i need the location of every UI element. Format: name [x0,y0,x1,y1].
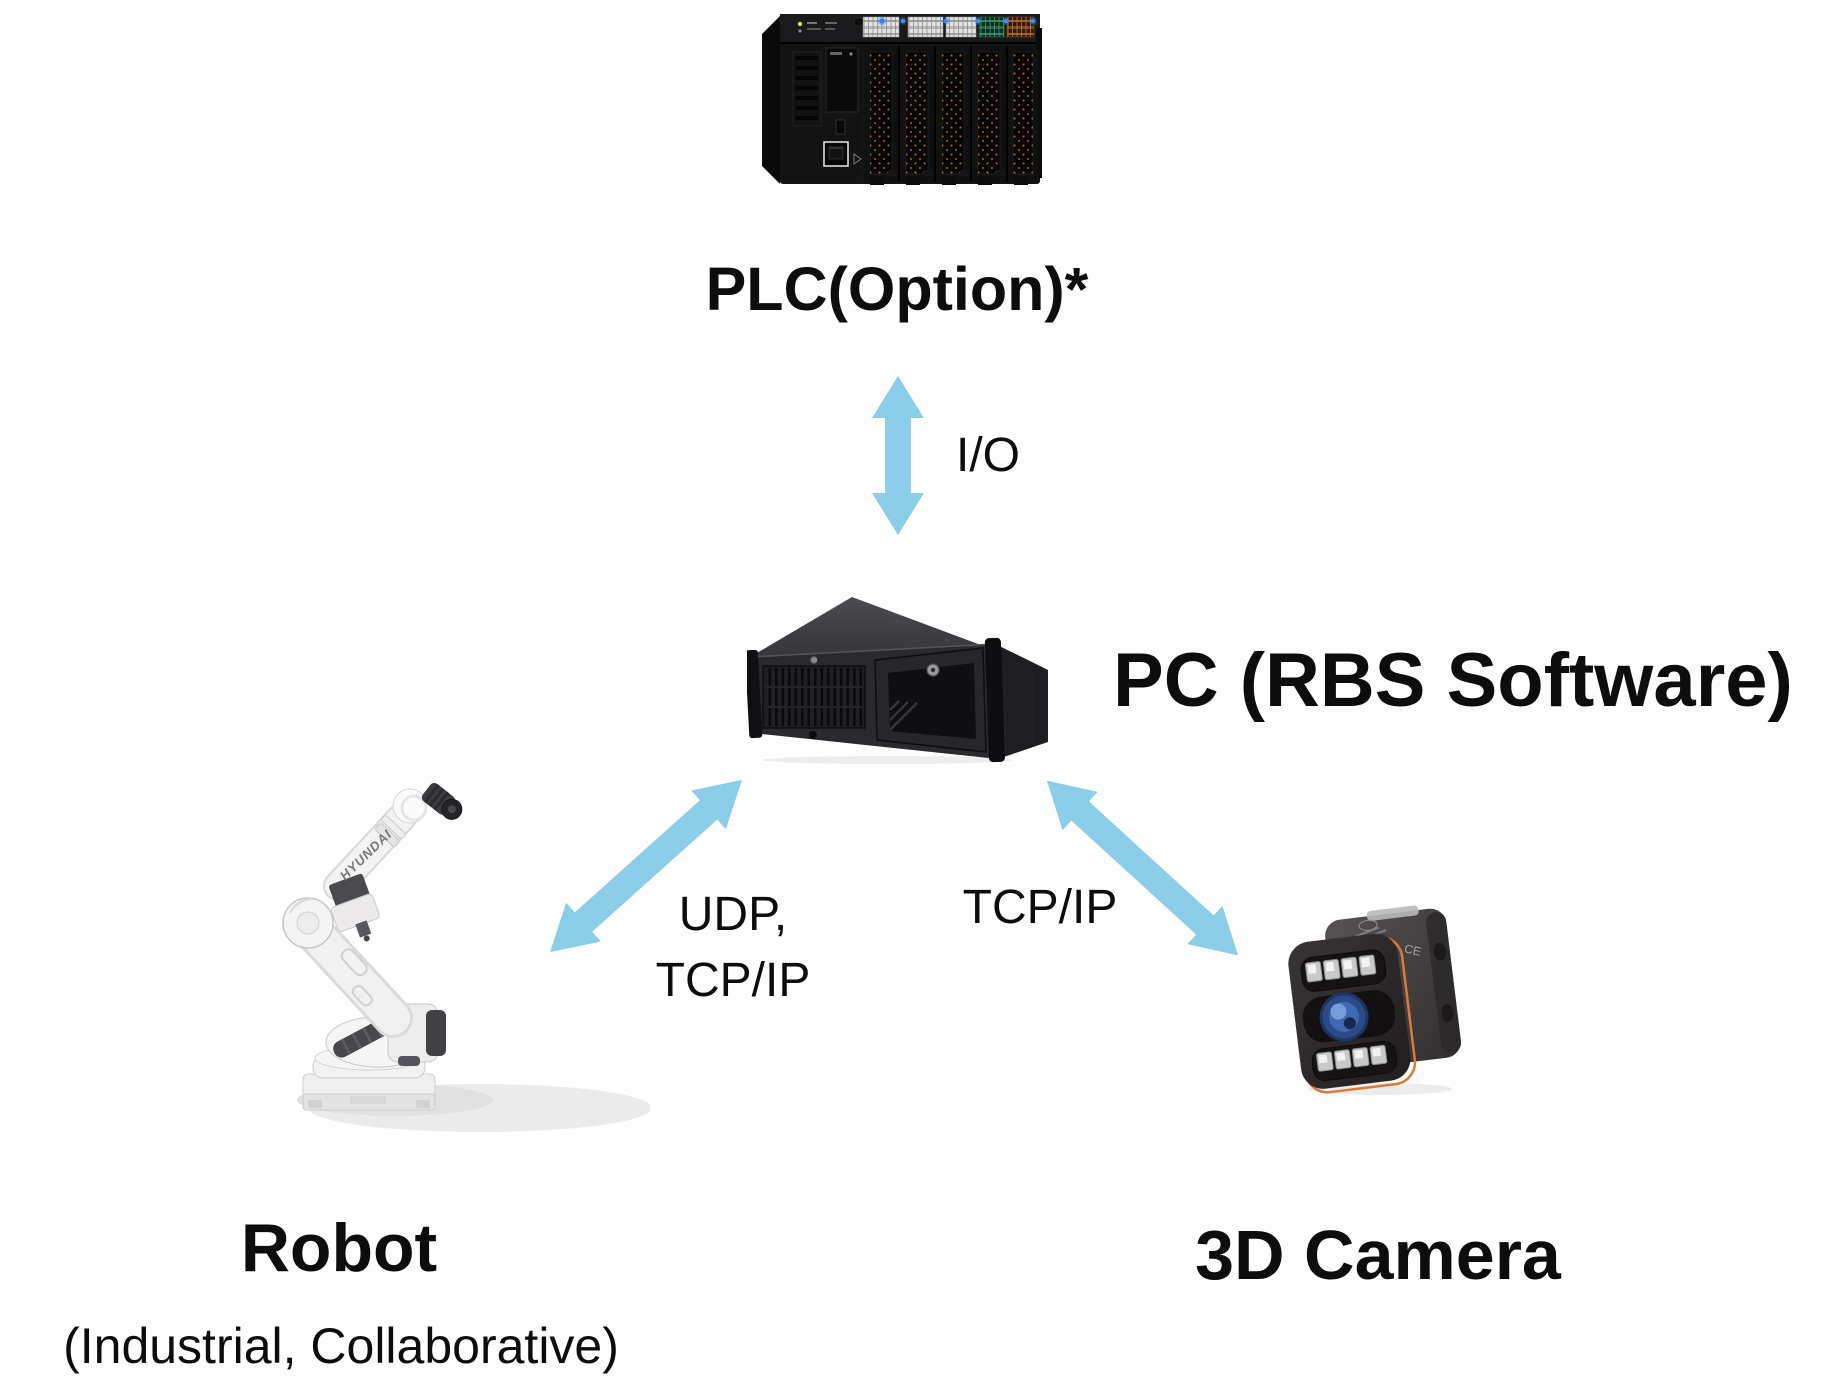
robot-image: HYUNDAI [282,782,650,1132]
pc-left-rack-ear [747,649,763,739]
plc-io-label-grid [945,16,977,38]
robot-wrist [392,788,428,824]
pc-right-rack-ear [984,637,1005,763]
camera-lens [1319,992,1369,1042]
pc-top-face [750,597,1048,670]
double-arrow-icon [872,376,924,535]
double-arrow-icon [1046,780,1239,956]
robot-upper-arm [323,801,418,901]
robot-sublabel: (Industrial, Collaborative) [63,1318,619,1374]
pc-image [747,597,1048,764]
plc-left-side [762,16,780,184]
camera-label: 3D Camera [1195,1216,1561,1294]
plc-green-connector [978,16,1005,38]
camera-leds-top [1304,954,1377,983]
pc-label: PC (RBS Software) [1113,638,1793,723]
plc-ethernet-port [823,141,849,167]
pc-button [809,731,817,739]
plc-label: PLC(Option)* [705,255,1089,323]
robot-elbow-joint [282,897,334,949]
plc-network-mark [853,153,862,165]
plc-usb-port [835,119,846,135]
plc-orange-connector [1006,16,1035,38]
robot-shoulder [329,873,380,942]
udp-tcpip-label: UDP, TCP/IP [633,882,833,1014]
pc-screw [810,656,818,664]
pc-door-accent-lines [889,700,918,731]
plc-power-led [797,21,803,27]
pc-shadow [762,756,1012,764]
camera-logo-oval [1358,919,1378,931]
camera-pc-arrow [1046,780,1239,956]
io-label: I/O [956,429,1021,482]
plc-image [762,14,1042,185]
camera-top-strip [1366,905,1419,921]
camera-ce-mark: CE [1403,941,1422,958]
plc-io-modules [864,46,1038,182]
plc-bottom-clips [870,170,1028,185]
robot-label: Robot [240,1210,438,1286]
udp-line2: TCP/IP [655,954,811,1007]
plc-io-label-grid [862,16,900,38]
plc-status-leds [877,16,1037,26]
double-arrow-icon [549,779,743,953]
plc-io-label-grid [907,16,944,38]
udp-line1: UDP, [678,888,788,941]
pc-right-face [995,644,1048,759]
robot-end-effector [421,782,463,820]
camera-leds-bottom [1316,1044,1388,1072]
camera-mount-hole [1433,942,1446,961]
camera-mount-hole [1441,1004,1454,1023]
tcpip-label: TCP/IP [962,881,1118,934]
robot-pc-arrow [549,779,743,953]
pc-door-window [888,663,976,739]
camera-image: CE [1288,905,1462,1095]
plc-pc-arrow [872,376,924,535]
plc-cpu-door [825,47,859,113]
